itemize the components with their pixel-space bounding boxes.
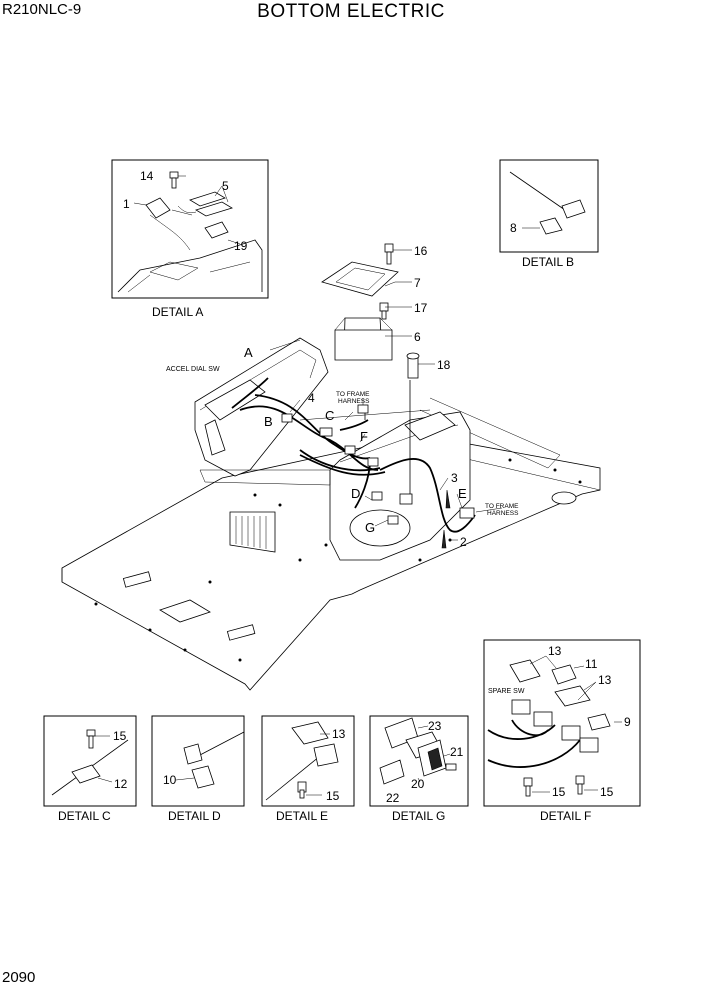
detail-g-label: DETAIL G — [392, 809, 445, 823]
callout-14: 14 — [140, 169, 154, 183]
letter-f: F — [360, 429, 368, 444]
callout-15-e: 15 — [326, 789, 340, 803]
harness — [231, 377, 379, 471]
to-frame-note-1: TO FRAME — [336, 391, 370, 398]
detail-e-panel: 13 15 — [261, 715, 355, 807]
callout-11: 11 — [585, 657, 598, 671]
callout-6: 6 — [414, 330, 421, 344]
callout-23: 23 — [428, 719, 442, 733]
callout-15-c: 15 — [113, 729, 127, 743]
letter-e: E — [458, 486, 467, 501]
letter-c: C — [325, 408, 334, 423]
callout-7: 7 — [414, 276, 421, 290]
detail-d-label: DETAIL D — [168, 809, 221, 823]
detail-e-label: DETAIL E — [276, 809, 328, 823]
callout-22: 22 — [386, 791, 400, 805]
harness-note-2: HARNESS — [487, 510, 519, 517]
callout-21: 21 — [450, 745, 464, 759]
vent-grille — [229, 511, 276, 553]
to-frame-note-2: TO FRAME — [485, 503, 519, 510]
callout-8: 8 — [510, 221, 517, 235]
spare-sw-note: SPARE SW — [488, 688, 525, 695]
main-assembly — [61, 243, 601, 691]
callout-18: 18 — [437, 358, 451, 372]
callout-12: 12 — [114, 777, 128, 791]
letter-g: G — [365, 520, 375, 535]
callout-17: 17 — [414, 301, 428, 315]
callout-13-f-top: 13 — [548, 644, 562, 658]
detail-d-panel: 10 — [151, 715, 245, 807]
callout-9: 9 — [624, 715, 631, 729]
detail-a-label: DETAIL A — [152, 305, 203, 319]
detail-g-panel: 23 21 20 22 — [369, 715, 469, 807]
letter-b: B — [264, 414, 273, 429]
callout-1: 1 — [123, 197, 130, 211]
detail-f-label: DETAIL F — [540, 809, 591, 823]
model-code: R210NLC-9 — [2, 1, 82, 18]
page-title: BOTTOM ELECTRIC — [257, 1, 445, 22]
detail-c-label: DETAIL C — [58, 809, 111, 823]
callout-13-f: 13 — [598, 673, 612, 687]
callout-20: 20 — [411, 777, 425, 791]
callout-3: 3 — [451, 471, 458, 485]
detail-b-panel: 8 — [499, 159, 599, 253]
callout-16: 16 — [414, 244, 428, 258]
detail-b-label: DETAIL B — [522, 255, 574, 269]
callout-4: 4 — [308, 391, 315, 405]
letter-a: A — [244, 345, 253, 360]
detail-c-panel: 15 12 — [43, 715, 137, 807]
accel-dial-sw-note: ACCEL DIAL SW — [166, 366, 220, 373]
callout-2: 2 — [460, 535, 467, 549]
callout-19: 19 — [234, 239, 248, 253]
callout-15-f-1: 15 — [552, 785, 566, 799]
main-callouts: 16 7 17 6 18 4 3 2 A B C F D E G ACCEL D… — [166, 244, 519, 549]
harness-note-1: HARNESS — [338, 398, 370, 405]
callout-15-f-2: 15 — [600, 785, 614, 799]
page-number: 2090 — [2, 969, 36, 986]
callout-5: 5 — [222, 179, 229, 193]
detail-f-panel: 13 11 13 9 15 15 SPARE SW — [483, 639, 641, 807]
callout-13-e: 13 — [332, 727, 346, 741]
callout-10: 10 — [163, 773, 177, 787]
letter-d: D — [351, 486, 360, 501]
detail-a-panel: 14 5 1 19 — [111, 159, 269, 299]
